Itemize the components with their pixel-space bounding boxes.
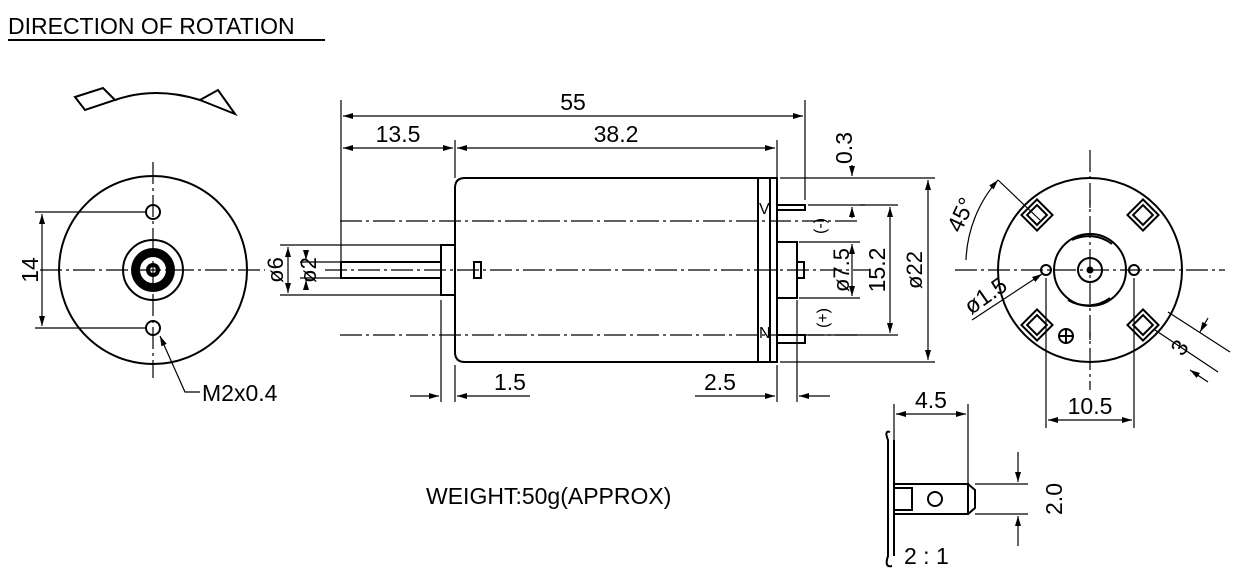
rotation-arrow-icon	[73, 86, 238, 117]
terminal-pos-label: (+)	[815, 308, 832, 328]
dim-dia-1-5: ø1.5	[959, 272, 1012, 320]
dim-55: 55	[560, 89, 586, 115]
scale-label: 2 : 1	[904, 543, 949, 569]
title-text: DIRECTION OF ROTATION	[8, 13, 295, 39]
terminal-negative	[777, 204, 806, 211]
svg-text:V: V	[759, 201, 770, 218]
dim-13-5: 13.5	[376, 121, 421, 147]
rear-plus-mark	[1058, 328, 1074, 344]
rear-hole-left	[1040, 264, 1052, 276]
front-view: 14 M2x0.4	[17, 162, 278, 406]
terminal-detail: 4.5 2.0 2 : 1	[885, 387, 1067, 569]
dim-10-5: 10.5	[1068, 393, 1113, 419]
dim-0-3: 0.3	[831, 132, 857, 164]
dim-dia-7-5: ø7.5	[829, 248, 854, 292]
title-block: DIRECTION OF ROTATION	[8, 13, 325, 41]
thread-label: M2x0.4	[202, 380, 278, 406]
rear-terminal-pads	[1020, 198, 1160, 342]
dim-38-2: 38.2	[594, 121, 639, 147]
detail-break-line	[885, 430, 893, 568]
dim-dia-6: ø6	[263, 257, 288, 283]
weight-label: WEIGHT:50g(APPROX)	[426, 483, 671, 509]
rear-view: 45° ø1.5 3 10.5	[942, 150, 1231, 428]
dim-1-5: 1.5	[494, 369, 526, 395]
side-view: V N 55 13.5 38.2 0.3 ø6 ø2	[263, 89, 935, 402]
dim-2-0: 2.0	[1041, 483, 1067, 515]
motor-body	[454, 177, 778, 363]
dim-2-5: 2.5	[704, 369, 736, 395]
dim-15-2: 15.2	[864, 248, 890, 293]
dim-dia-2: ø2	[296, 257, 321, 283]
dim-4-5: 4.5	[915, 387, 947, 413]
terminal-positive	[777, 334, 806, 344]
front-dim-14: 14	[17, 257, 43, 283]
dim-dia-22: ø22	[902, 251, 927, 289]
svg-text:N: N	[759, 325, 771, 342]
dim-45-deg: 45°	[942, 193, 980, 236]
terminal-neg-label: (-)	[812, 218, 829, 234]
rear-hole-right	[1128, 264, 1140, 276]
dim-3: 3	[1165, 335, 1194, 360]
